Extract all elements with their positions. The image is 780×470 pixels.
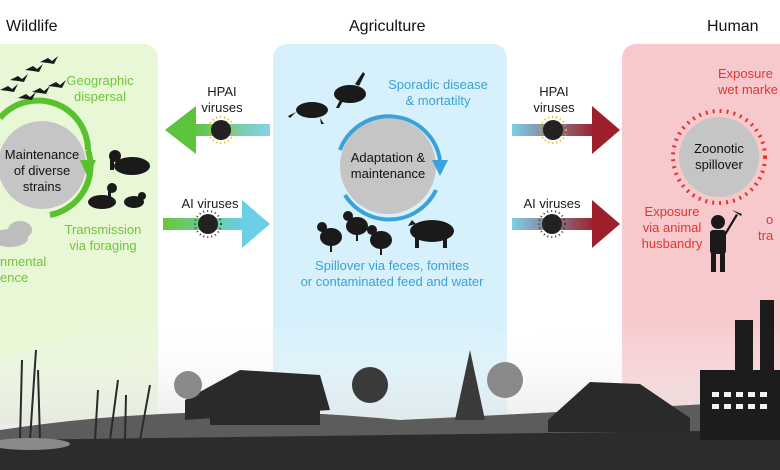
cloud-icon <box>0 221 32 247</box>
farmer-icon <box>710 210 742 272</box>
adaptation-label: Adaptation & maintenance <box>340 150 436 182</box>
sporadic-line-2: & mortatilty <box>405 93 471 108</box>
human-cycle <box>671 109 767 205</box>
exposure-husbandry-label: Exposure via animal husbandry <box>634 204 710 252</box>
ai-viruses-left-label: AI viruses <box>181 196 239 211</box>
env-line-2: ence <box>0 270 29 285</box>
transmission-label: Transmission via foraging <box>58 222 148 254</box>
env-line-1: nmental <box>0 254 47 269</box>
hpai-left-line-2: viruses <box>201 100 243 115</box>
ai-viruses-right-label: AI viruses <box>523 196 581 211</box>
landscape <box>0 300 780 470</box>
zoo-line-1: Zoonotic <box>694 141 744 156</box>
maint-line-1: Maintenance <box>4 147 80 162</box>
factory-icon <box>700 300 780 440</box>
wet-line-2: wet marke <box>718 82 778 97</box>
geo-line-2: dispersal <box>73 89 127 104</box>
exposure-transport-label: o tra <box>758 212 780 244</box>
geo-line-1: Geographic <box>66 73 134 88</box>
agriculture-cycle <box>338 114 448 222</box>
virus-icon <box>194 210 222 238</box>
spillover-feces-label: Spillover via feces, fomites or contamin… <box>280 258 504 290</box>
trans-line-2: via foraging <box>69 238 137 253</box>
trans-line-1: Transmission <box>64 222 142 237</box>
adapt-line-1: Adaptation & <box>350 150 426 165</box>
husb-line-1: Exposure <box>644 204 700 219</box>
tra-line-2: tra <box>758 228 774 243</box>
spill-line-1: Spillover via feces, fomites <box>315 258 469 273</box>
maintenance-label: Maintenance of diverse strains <box>0 147 84 195</box>
exposure-wet-market-label: Exposure wet marke <box>718 66 780 98</box>
human-title: Human <box>707 18 759 35</box>
dead-bird-icon <box>288 72 366 124</box>
environmental-label: nmental ence <box>0 254 50 286</box>
flying-geese-icon <box>0 56 66 100</box>
wildlife-title: Wildlife <box>6 18 58 35</box>
pig-icon <box>408 220 454 248</box>
virus-icon <box>538 210 566 238</box>
zoonotic-spillover-label: Zoonotic spillover <box>679 141 759 173</box>
sporadic-line-1: Sporadic disease <box>388 77 488 92</box>
hpai-right-line-2: viruses <box>533 100 575 115</box>
virus-icon <box>207 116 235 144</box>
reeds-icon <box>19 349 151 441</box>
tree-icon <box>174 350 523 420</box>
husb-line-2: via animal <box>642 220 702 235</box>
maint-line-3: strains <box>22 179 62 194</box>
spill-line-2: or contaminated feed and water <box>300 274 484 289</box>
agriculture-title: Agriculture <box>349 18 426 35</box>
wildlife-cycle <box>0 97 96 218</box>
virus-icon <box>539 116 567 144</box>
duck-icon <box>88 150 150 209</box>
farm-house-icon <box>185 370 330 425</box>
tra-line-1: o <box>766 212 774 227</box>
wet-line-1: Exposure <box>718 66 773 81</box>
maint-line-2: of diverse <box>13 163 71 178</box>
adapt-line-2: maintenance <box>350 166 426 181</box>
husb-line-3: husbandry <box>641 236 703 251</box>
sporadic-disease-label: Sporadic disease & mortatilty <box>378 77 498 109</box>
barn-icon <box>548 382 690 432</box>
zoo-line-2: spillover <box>695 157 743 172</box>
hpai-viruses-left-label: HPAI viruses <box>190 84 254 116</box>
geographic-dispersal-label: Geographic dispersal <box>55 73 145 105</box>
hpai-left-line-1: HPAI <box>207 84 237 99</box>
hpai-right-line-1: HPAI <box>539 84 569 99</box>
chicken-icon <box>317 211 392 255</box>
hpai-viruses-right-label: HPAI viruses <box>522 84 586 116</box>
